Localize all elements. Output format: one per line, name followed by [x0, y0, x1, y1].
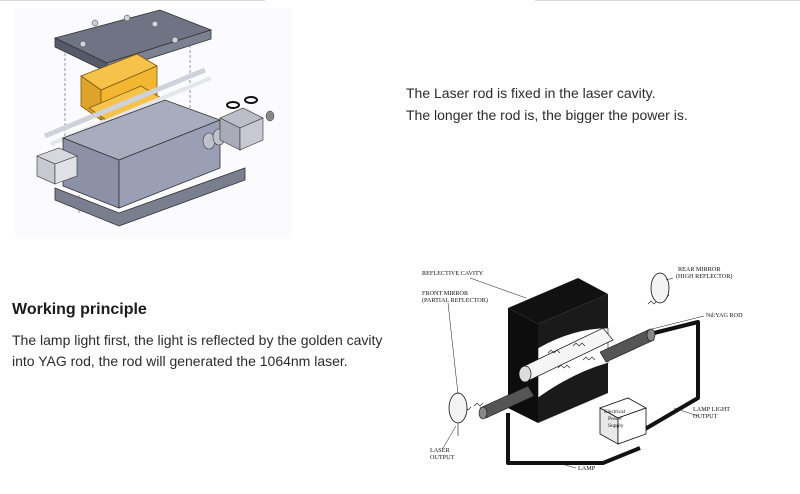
label-laser-output-1: LASER	[430, 447, 450, 454]
front-mirror	[448, 392, 468, 436]
label-lamp-light-2: OUTPUT	[693, 413, 718, 420]
rear-mirror	[650, 272, 670, 304]
label-lamp-light-1: LAMP LIGHT	[693, 406, 730, 413]
caption-line-2: The longer the rod is, the bigger the po…	[406, 107, 688, 123]
label-laser-output-2: OUTPUT	[430, 454, 455, 461]
label-front-mirror-2: (PARTIAL REFLECTOR)	[422, 297, 488, 304]
lamp-tube	[518, 327, 614, 383]
section-body-line-1: The lamp light first, the light is refle…	[12, 332, 383, 348]
label-reflective-cavity: REFLECTIVE CAVITY	[422, 270, 484, 277]
label-lamp: LAMP	[578, 465, 596, 472]
caption-line-1: The Laser rod is fixed in the laser cavi…	[406, 85, 656, 101]
cavity-caption: The Laser rod is fixed in the laser cavi…	[406, 82, 688, 126]
power-supply-label-3: Supply	[608, 423, 624, 429]
label-rear-mirror-1: REAR MIRROR	[678, 266, 721, 273]
power-supply-box: Electrical Power Supply	[599, 397, 647, 445]
laser-principle-diagram: Electrical Power Supply	[422, 266, 743, 472]
power-supply-label-2: Power	[608, 416, 622, 422]
label-nd-yag-rod: Nd:YAG ROD	[706, 312, 743, 319]
power-supply-label-1: Electrical	[604, 409, 626, 415]
section-body-line-2: into YAG rod, the rod will generated the…	[12, 353, 348, 369]
label-front-mirror-1: FRONT MIRROR	[422, 290, 469, 297]
label-rear-mirror-2: (HIGH REFLECTOR)	[676, 273, 732, 280]
laser-cavity-exploded-illustration	[15, 8, 292, 238]
top-rule-right	[535, 0, 800, 1]
section-body: The lamp light first, the light is refle…	[12, 330, 402, 372]
top-rule-left	[0, 0, 265, 1]
section-heading: Working principle	[12, 301, 147, 318]
